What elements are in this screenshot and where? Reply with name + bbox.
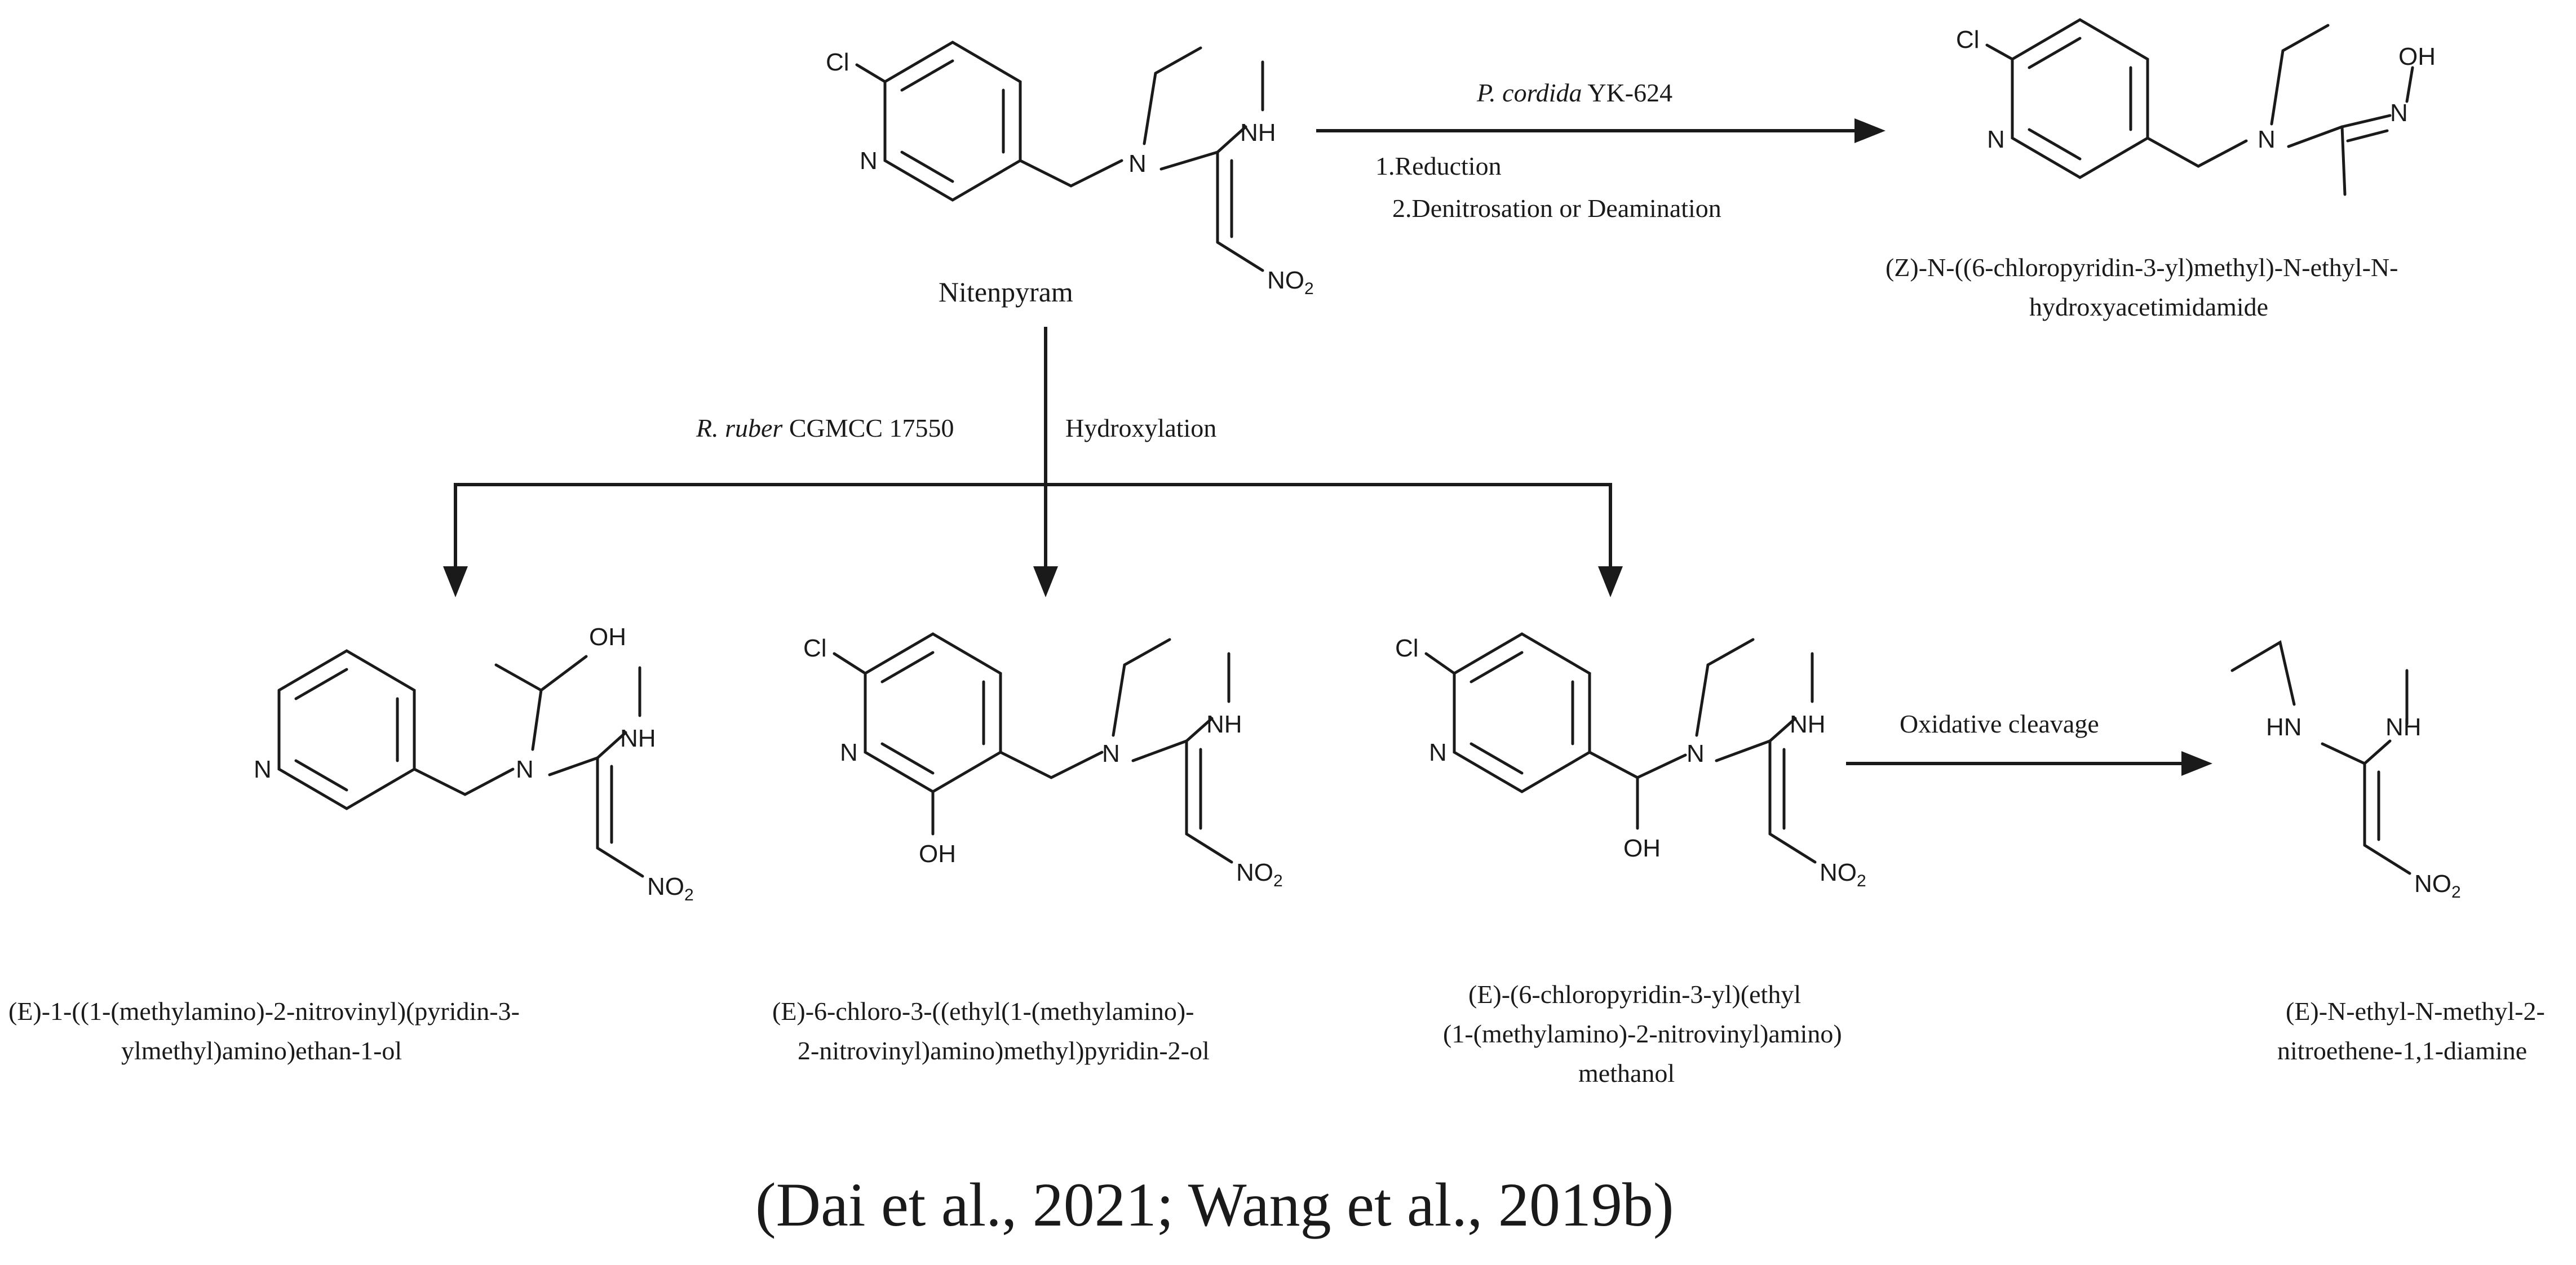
oxidative-cleavage-arrow xyxy=(1846,751,2212,776)
product-4-name-line2: nitroethene-1,1-diamine xyxy=(2277,1036,2527,1065)
top-right-cl-label: Cl xyxy=(1956,26,1980,54)
product-4-structure xyxy=(2230,640,2411,875)
product-3-structure xyxy=(1424,632,1817,864)
top-right-oxime-n-label: N xyxy=(2390,99,2408,127)
product-3-no2-label: NO2 xyxy=(1820,859,1866,890)
product-2-ring-n-label: N xyxy=(840,739,858,766)
top-right-amine-n-label: N xyxy=(2258,126,2276,153)
product-3-amine-n-label: N xyxy=(1687,740,1705,767)
product-2-nh-label: NH xyxy=(1206,711,1242,738)
product-2-no2-label: NO2 xyxy=(1236,859,1283,890)
top-reaction-organism: P. cordida YK-624 xyxy=(1476,78,1672,107)
top-right-ring-n-label: N xyxy=(1987,126,2005,153)
product-3-name-line2: (1-(methylamino)-2-nitrovinyl)amino) xyxy=(1443,1019,1842,1048)
hydroxylation-label: Hydroxylation xyxy=(1065,414,1216,442)
product-3-nh-label: NH xyxy=(1790,711,1826,738)
product-2-amine-n-label: N xyxy=(1102,740,1120,767)
product-3-name-line1: (E)-(6-chloropyridin-3-yl)(ethyl xyxy=(1468,980,1801,1009)
product-3-name-line3: methanol xyxy=(1578,1059,1675,1088)
top-right-oh-label: OH xyxy=(2398,43,2436,70)
product-4-hn-label: HN xyxy=(2266,713,2302,741)
product-3-oh-label: OH xyxy=(1623,835,1661,862)
hydroxylation-organism: R. ruber CGMCC 17550 xyxy=(696,414,954,442)
product-1-oh-label: OH xyxy=(589,623,626,651)
product-1-nh-label: NH xyxy=(620,725,656,752)
top-reaction-step2: 2.Denitrosation or Deamination xyxy=(1392,194,1721,223)
nitenpyram-ring-n-label: N xyxy=(860,147,878,175)
product-1-ring-n-label: N xyxy=(254,756,272,783)
hydroxylation-arrows xyxy=(443,327,1623,597)
product-2-structure xyxy=(833,632,1233,864)
citation: (Dai et al., 2021; Wang et al., 2019b) xyxy=(755,1170,1674,1239)
oxidative-cleavage-label: Oxidative cleavage xyxy=(1900,709,2099,738)
product-1-structure xyxy=(277,649,644,878)
nitenpyram-no2-label: NO2 xyxy=(1267,267,1314,298)
product-4-nh-label: NH xyxy=(2385,713,2422,741)
top-right-product-name-line2: hydroxyacetimidamide xyxy=(2029,292,2268,321)
product-3-ring-n-label: N xyxy=(1429,739,1447,766)
product-4-name-line1: (E)-N-ethyl-N-methyl-2- xyxy=(2286,997,2545,1026)
product-1-no2-label: NO2 xyxy=(647,873,694,904)
nitenpyram-amine-n-label: N xyxy=(1128,150,1147,177)
nitenpyram-structure xyxy=(855,41,1264,272)
product-1-amine-n-label: N xyxy=(516,756,534,783)
product-2-name-line1: (E)-6-chloro-3-((ethyl(1-(methylamino)- xyxy=(772,997,1194,1026)
product-2-name-line2: 2-nitrovinyl)amino)methyl)pyridin-2-ol xyxy=(798,1036,1210,1065)
nitenpyram-cl-label: Cl xyxy=(826,48,849,76)
product-1-name-line1: (E)-1-((1-(methylamino)-2-nitrovinyl)(py… xyxy=(8,997,520,1026)
top-reaction-arrow xyxy=(1316,118,1885,143)
top-right-product-structure xyxy=(1985,18,2414,196)
nitenpyram-name: Nitenpyram xyxy=(939,276,1073,308)
product-2-oh-label: OH xyxy=(919,840,956,868)
product-2-cl-label: Cl xyxy=(803,634,827,662)
top-reaction-step1: 1.Reduction xyxy=(1375,152,1502,180)
product-4-no2-label: NO2 xyxy=(2414,870,2461,902)
nitenpyram-nh-label: NH xyxy=(1240,119,1276,147)
product-3-cl-label: Cl xyxy=(1395,634,1419,662)
product-1-name-line2: ylmethyl)amino)ethan-1-ol xyxy=(121,1036,402,1065)
top-right-product-name-line1: (Z)-N-((6-chloropyridin-3-yl)methyl)-N-e… xyxy=(1885,253,2398,282)
